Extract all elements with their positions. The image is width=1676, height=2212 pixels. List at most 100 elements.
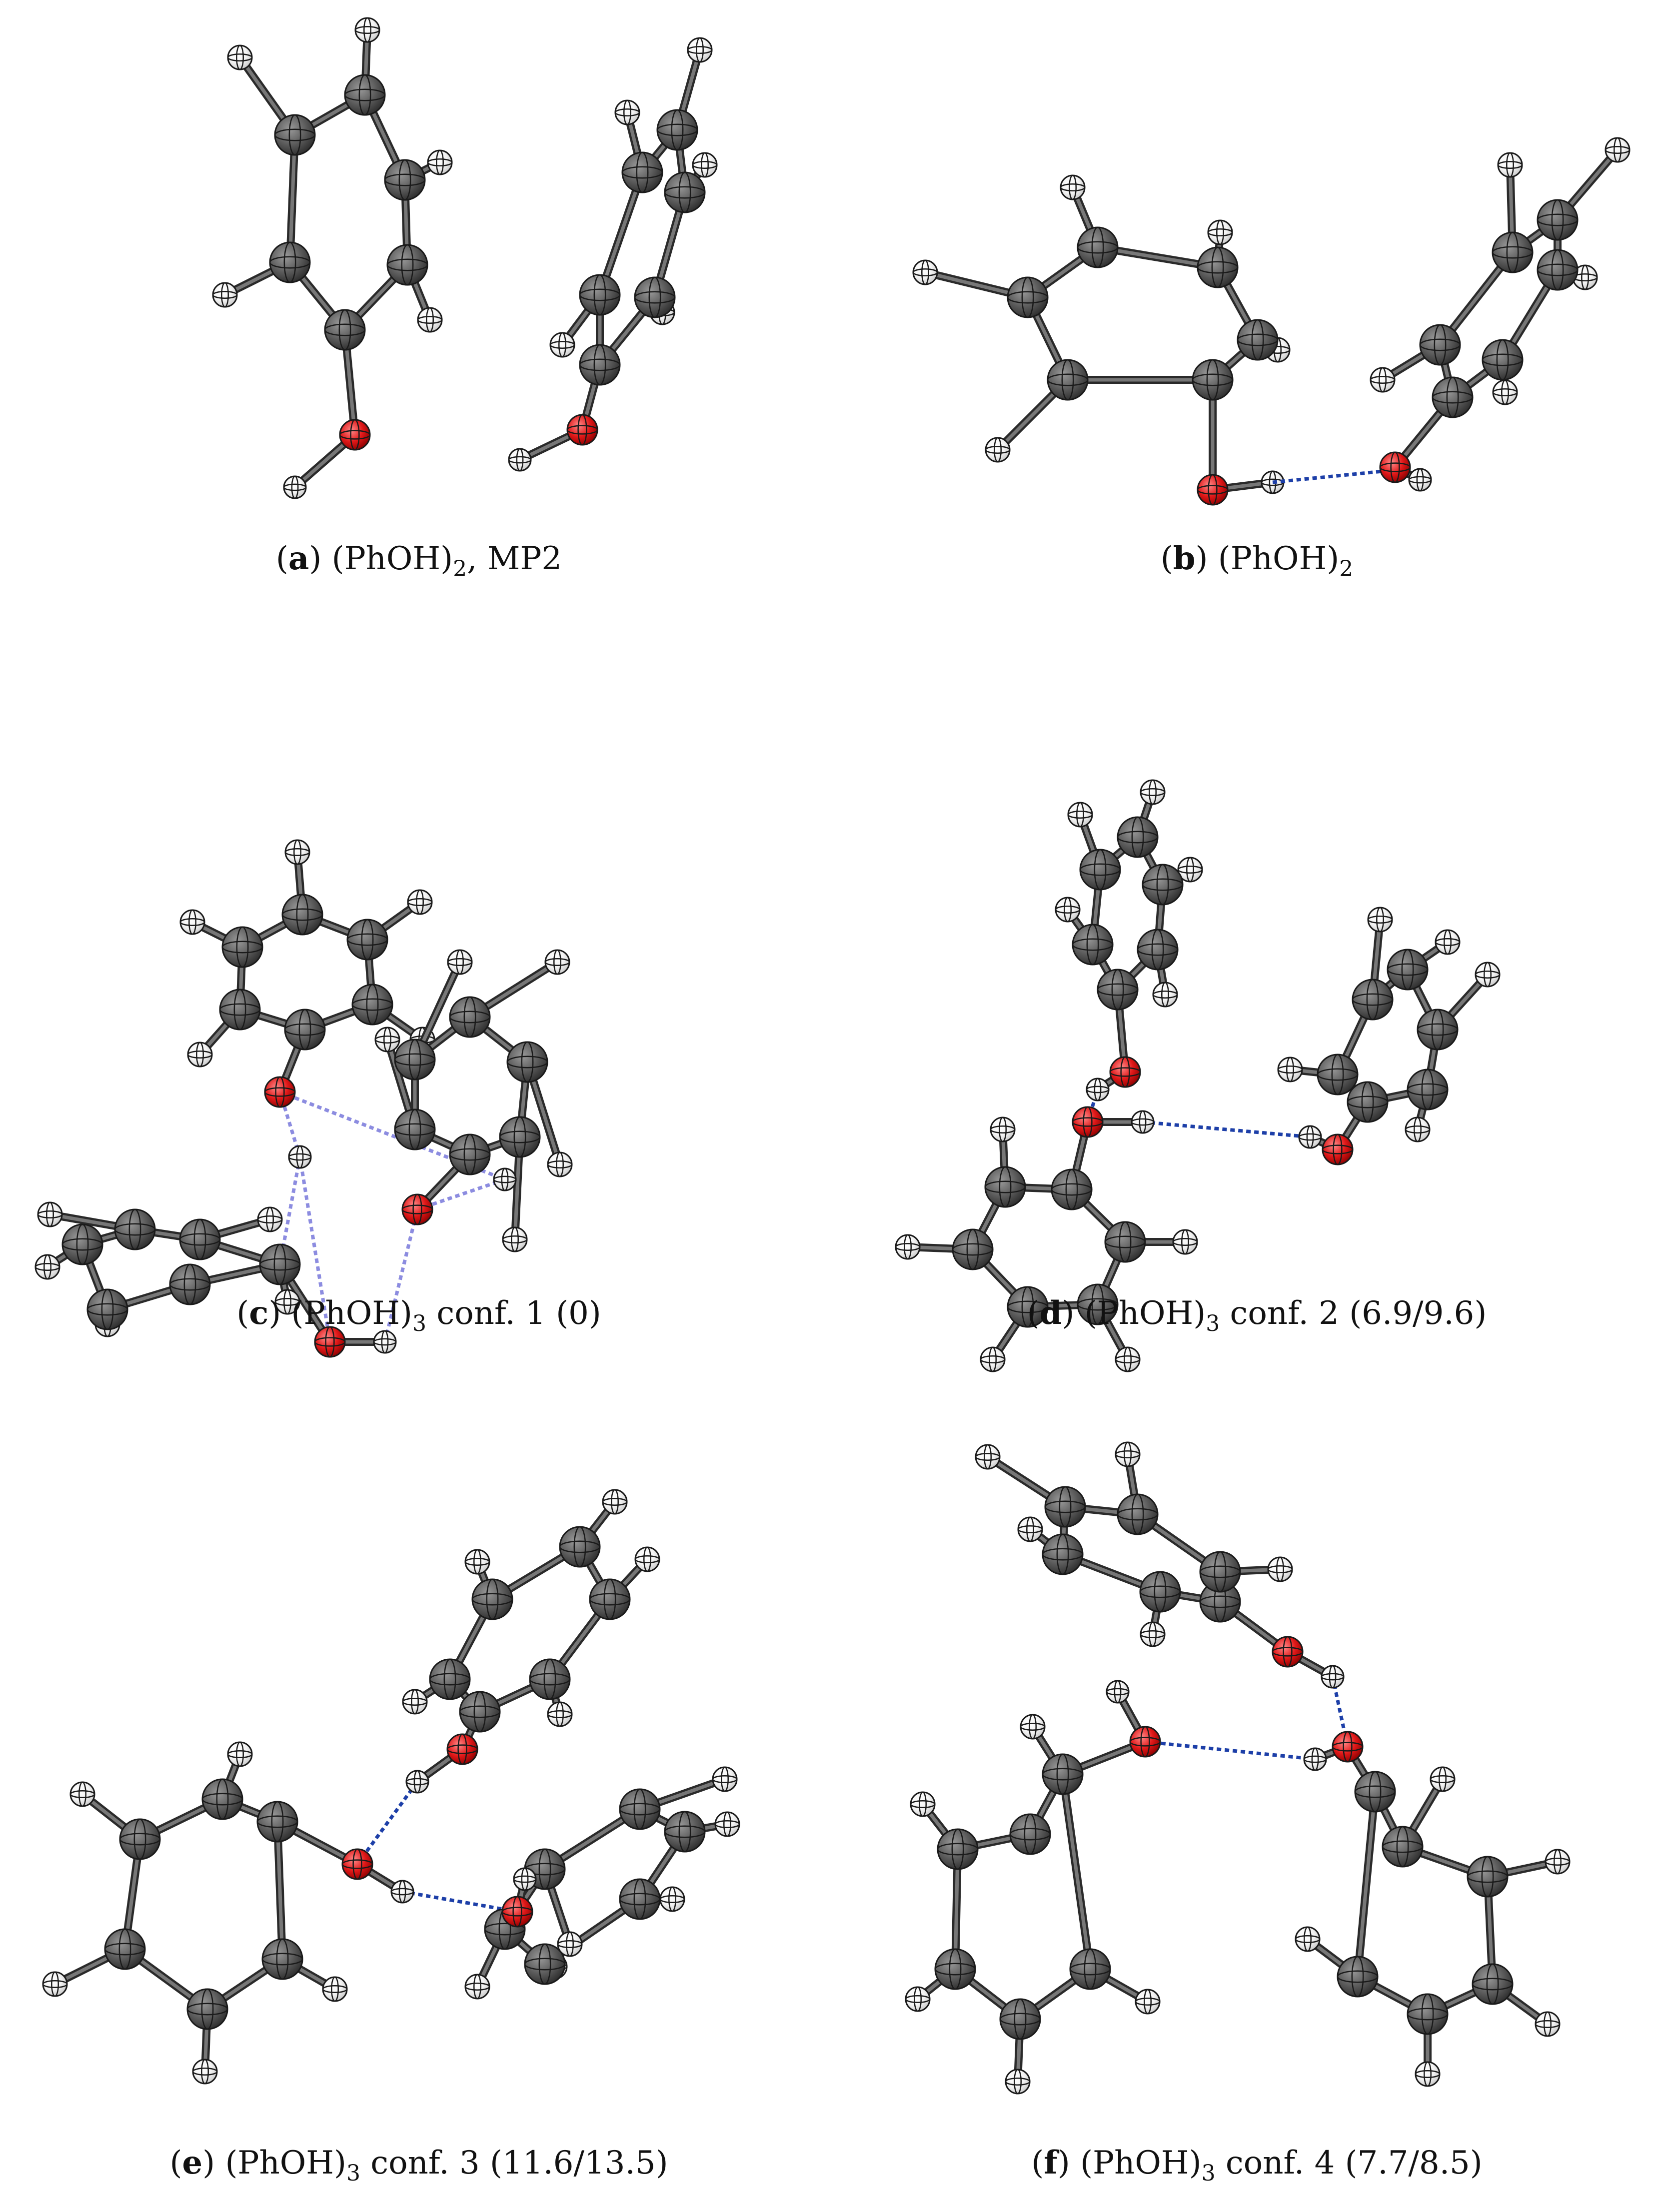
hydrogen-bond-layer — [356, 1780, 518, 1914]
carbon-atom — [1537, 249, 1579, 291]
hydrogen-atom — [1172, 1229, 1198, 1255]
hydrogen-atom — [1303, 1747, 1327, 1771]
carbon-atom — [1482, 339, 1524, 381]
carbon-atom — [1077, 1283, 1119, 1325]
carbon-atom — [579, 274, 621, 316]
carbon-atom — [1417, 1009, 1459, 1051]
hydrogen-bond — [298, 1156, 332, 1342]
bond — [1059, 1770, 1094, 1973]
hydrogen-atom — [407, 889, 433, 915]
carbon-atom — [506, 1041, 548, 1083]
hydrogen-atom — [895, 1234, 921, 1260]
hydrogen-bond — [1142, 1120, 1311, 1139]
hydrogen-atom — [614, 99, 640, 125]
carbon-atom — [1072, 924, 1114, 966]
hydrogen-atom — [1020, 1714, 1046, 1740]
carbon-atom — [386, 244, 428, 286]
hydrogen-atom — [905, 1986, 931, 2012]
oxygen-atom — [566, 414, 598, 446]
molecule-diagram-a — [212, 17, 718, 499]
carbon-atom — [1407, 1993, 1449, 2035]
carbon-atom — [351, 984, 393, 1026]
hydrogen-atom — [547, 1701, 573, 1727]
carbon-atom — [1097, 969, 1139, 1011]
carbon-atom — [984, 1166, 1026, 1208]
hydrogen-atom — [910, 1791, 936, 1817]
carbon-atom — [281, 894, 323, 936]
hydrogen-atom — [502, 1226, 528, 1252]
carbon-atom — [346, 919, 388, 961]
hydrogen-atom — [1005, 2069, 1031, 2095]
hydrogen-atom — [283, 475, 307, 499]
carbon-atom — [1139, 1571, 1181, 1613]
molecule-diagram-f — [905, 1441, 1571, 2095]
hydrogen-atom — [34, 1254, 60, 1280]
hydrogen-atom — [1177, 857, 1203, 883]
hydrogen-atom — [373, 1330, 397, 1354]
carbon-atom — [1044, 1486, 1086, 1528]
hydrogen-atom — [192, 2059, 218, 2085]
caption-b: (b) (PhOH)2 — [1160, 540, 1354, 582]
carbon-atom — [1117, 816, 1159, 858]
hydrogen-atom — [322, 1976, 348, 2002]
hydrogen-atom — [284, 839, 310, 865]
carbon-atom — [1197, 246, 1239, 288]
hydrogen-atom — [427, 149, 453, 175]
hydrogen-atom — [447, 949, 473, 975]
hydrogen-atom — [374, 1027, 400, 1053]
carbon-atom — [104, 1928, 146, 1970]
hydrogen-atom — [1067, 802, 1093, 828]
hydrogen-atom — [508, 448, 532, 472]
bond — [273, 1818, 286, 1963]
carbon-atom — [934, 1948, 976, 1990]
oxygen-atom — [1322, 1133, 1354, 1165]
carbon-atom — [394, 1108, 436, 1150]
hydrogen-atom — [493, 1167, 517, 1191]
hydrogen-atom — [712, 1766, 738, 1792]
carbon-atom — [1432, 376, 1474, 418]
hydrogen-atom — [557, 1931, 583, 1957]
hydrogen-atom — [417, 307, 443, 333]
carbon-atom — [1382, 1826, 1424, 1868]
molecule-diagram-b — [912, 137, 1631, 506]
carbon-atom — [459, 1691, 501, 1733]
hydrogen-atom — [1140, 1621, 1166, 1647]
carbon-atom — [1042, 1533, 1084, 1575]
hydrogen-atom — [1321, 1665, 1345, 1689]
carbon-atom — [621, 151, 663, 193]
carbon-atom — [559, 1526, 601, 1568]
carbon-atom — [1042, 1753, 1084, 1795]
carbon-atom — [589, 1578, 631, 1620]
hydrogen-atom — [1415, 2061, 1441, 2087]
carbon-atom — [1137, 929, 1179, 971]
carbon-atom — [1047, 359, 1089, 401]
hydrogen-atom — [602, 1489, 628, 1515]
carbon-atom — [952, 1228, 994, 1270]
carbon-atom — [656, 109, 698, 151]
hydrogen-atom — [42, 1971, 68, 1997]
carbon-atom — [1407, 1069, 1449, 1110]
carbon-atom — [221, 926, 263, 968]
carbon-atom — [179, 1218, 221, 1260]
hydrogen-atom — [985, 437, 1011, 463]
carbon-atom — [261, 1938, 303, 1980]
caption-e: (e) (PhOH)3 conf. 3 (11.6/13.5) — [169, 2144, 668, 2186]
hydrogen-atom — [1475, 962, 1501, 988]
carbon-atom — [1077, 226, 1119, 268]
hydrogen-atom — [1298, 1125, 1322, 1149]
carbon-atom — [1192, 359, 1234, 401]
oxygen-atom — [446, 1733, 478, 1765]
hydrogen-atom — [990, 1116, 1016, 1142]
carbon-atom — [256, 1801, 298, 1843]
carbon-atom — [1467, 1856, 1509, 1898]
hydrogen-atom — [975, 1444, 1001, 1470]
carbon-atom — [1352, 979, 1394, 1021]
carbon-atom — [664, 1811, 706, 1853]
phenol-bonds — [1286, 916, 1492, 1153]
carbon-atom — [1069, 1948, 1111, 1990]
hydrogen-atom — [1497, 152, 1523, 178]
carbon-atom — [1142, 864, 1184, 906]
hydrogen-atom — [1405, 1116, 1431, 1142]
carbon-atom — [1337, 1956, 1379, 1998]
hydrogen-atom — [37, 1201, 63, 1227]
